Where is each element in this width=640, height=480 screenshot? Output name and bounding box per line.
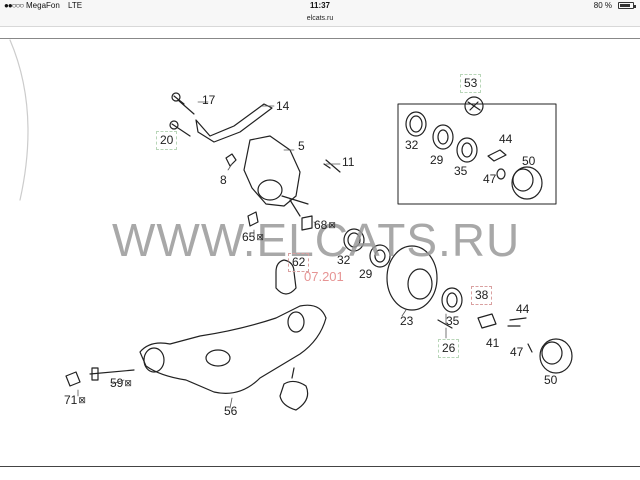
callout-26[interactable]: 26 bbox=[438, 339, 460, 358]
cable-tie-icon: ⊠ bbox=[256, 232, 264, 242]
callout-11[interactable]: 11 bbox=[342, 155, 355, 169]
callout-23[interactable]: 23 bbox=[400, 314, 414, 328]
callout-62[interactable]: 62 bbox=[288, 253, 310, 272]
signal-strength-icon: ●●○○○ bbox=[4, 1, 24, 10]
cable-tie-icon: ⊠ bbox=[328, 220, 336, 230]
status-bar: ●●○○○ MegaFon LTE 11:37 80 % bbox=[0, 0, 640, 12]
part-53-wrench-icon bbox=[464, 96, 484, 116]
callout-47-inset[interactable]: 47 bbox=[483, 172, 497, 186]
callout-14[interactable]: 14 bbox=[276, 99, 290, 113]
callout-65[interactable]: 65⊠ bbox=[242, 230, 264, 244]
callout-41[interactable]: 41 bbox=[486, 336, 500, 350]
cable-tie-icon: ⊠ bbox=[124, 378, 132, 388]
callout-53[interactable]: 53 bbox=[460, 74, 482, 93]
callout-20[interactable]: 20 bbox=[156, 131, 178, 150]
status-time: 11:37 bbox=[309, 1, 331, 10]
cable-tie-icon: ⊠ bbox=[78, 395, 86, 405]
callout-50-inset[interactable]: 50 bbox=[522, 154, 536, 168]
callout-35-inset[interactable]: 35 bbox=[454, 164, 468, 178]
callout-44-main[interactable]: 44 bbox=[516, 302, 530, 316]
network-type: LTE bbox=[68, 1, 83, 10]
callout-71[interactable]: 71⊠ bbox=[64, 393, 86, 407]
carrier-name: MegaFon bbox=[26, 1, 60, 10]
callout-50-main[interactable]: 50 bbox=[544, 373, 558, 387]
callout-44-inset[interactable]: 44 bbox=[499, 132, 513, 146]
callout-17[interactable]: 17 bbox=[202, 93, 216, 107]
diagram-bottom-border bbox=[0, 466, 640, 467]
battery-icon bbox=[618, 2, 636, 9]
callout-32-inset[interactable]: 32 bbox=[405, 138, 419, 152]
callout-29-inset[interactable]: 29 bbox=[430, 153, 444, 167]
callout-29-main[interactable]: 29 bbox=[359, 267, 373, 281]
callout-47-main[interactable]: 47 bbox=[510, 345, 524, 359]
battery-percent: 80 % bbox=[593, 1, 612, 10]
url-text: elcats.ru bbox=[306, 15, 334, 22]
callout-59[interactable]: 59⊠ bbox=[110, 376, 132, 390]
callout-5[interactable]: 5 bbox=[298, 139, 305, 153]
parts-diagram bbox=[0, 27, 640, 480]
callout-32-main[interactable]: 32 bbox=[337, 253, 351, 267]
address-bar[interactable]: elcats.ru bbox=[0, 12, 640, 27]
callout-38[interactable]: 38 bbox=[471, 286, 493, 305]
callout-35-main[interactable]: 35 bbox=[446, 314, 460, 328]
diagram-top-border bbox=[0, 38, 640, 39]
date-stamp: 07.201 bbox=[304, 269, 344, 284]
callout-56[interactable]: 56 bbox=[224, 404, 238, 418]
watermark-text: WWW.ELCATS.RU bbox=[112, 214, 521, 266]
callout-68[interactable]: 68⊠ bbox=[314, 218, 336, 232]
callout-8[interactable]: 8 bbox=[220, 173, 227, 187]
